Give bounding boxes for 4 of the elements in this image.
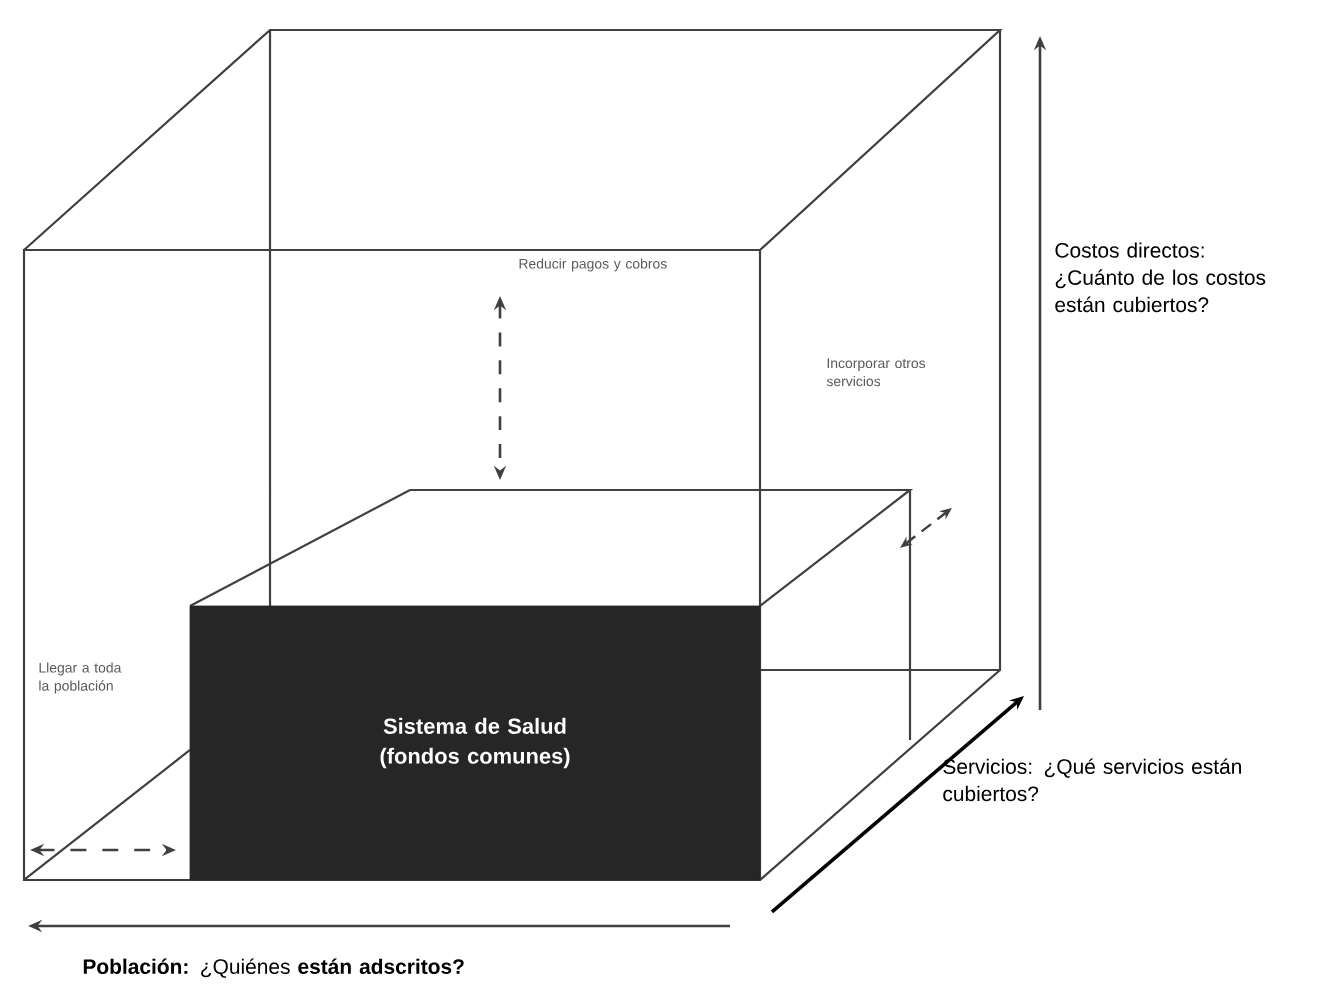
- annotation-text: Servicios: ¿Qué servicios están cubiertos?: [943, 758, 1241, 802]
- system-box: Sistema de Salud (fondos comunes): [189, 605, 761, 881]
- annotation-text: Costos directos: ¿Cuánto de los costos están cubiertos?: [1055, 242, 1266, 313]
- annotation-text: Población: ¿Quiénes están adscritos?: [83, 958, 464, 978]
